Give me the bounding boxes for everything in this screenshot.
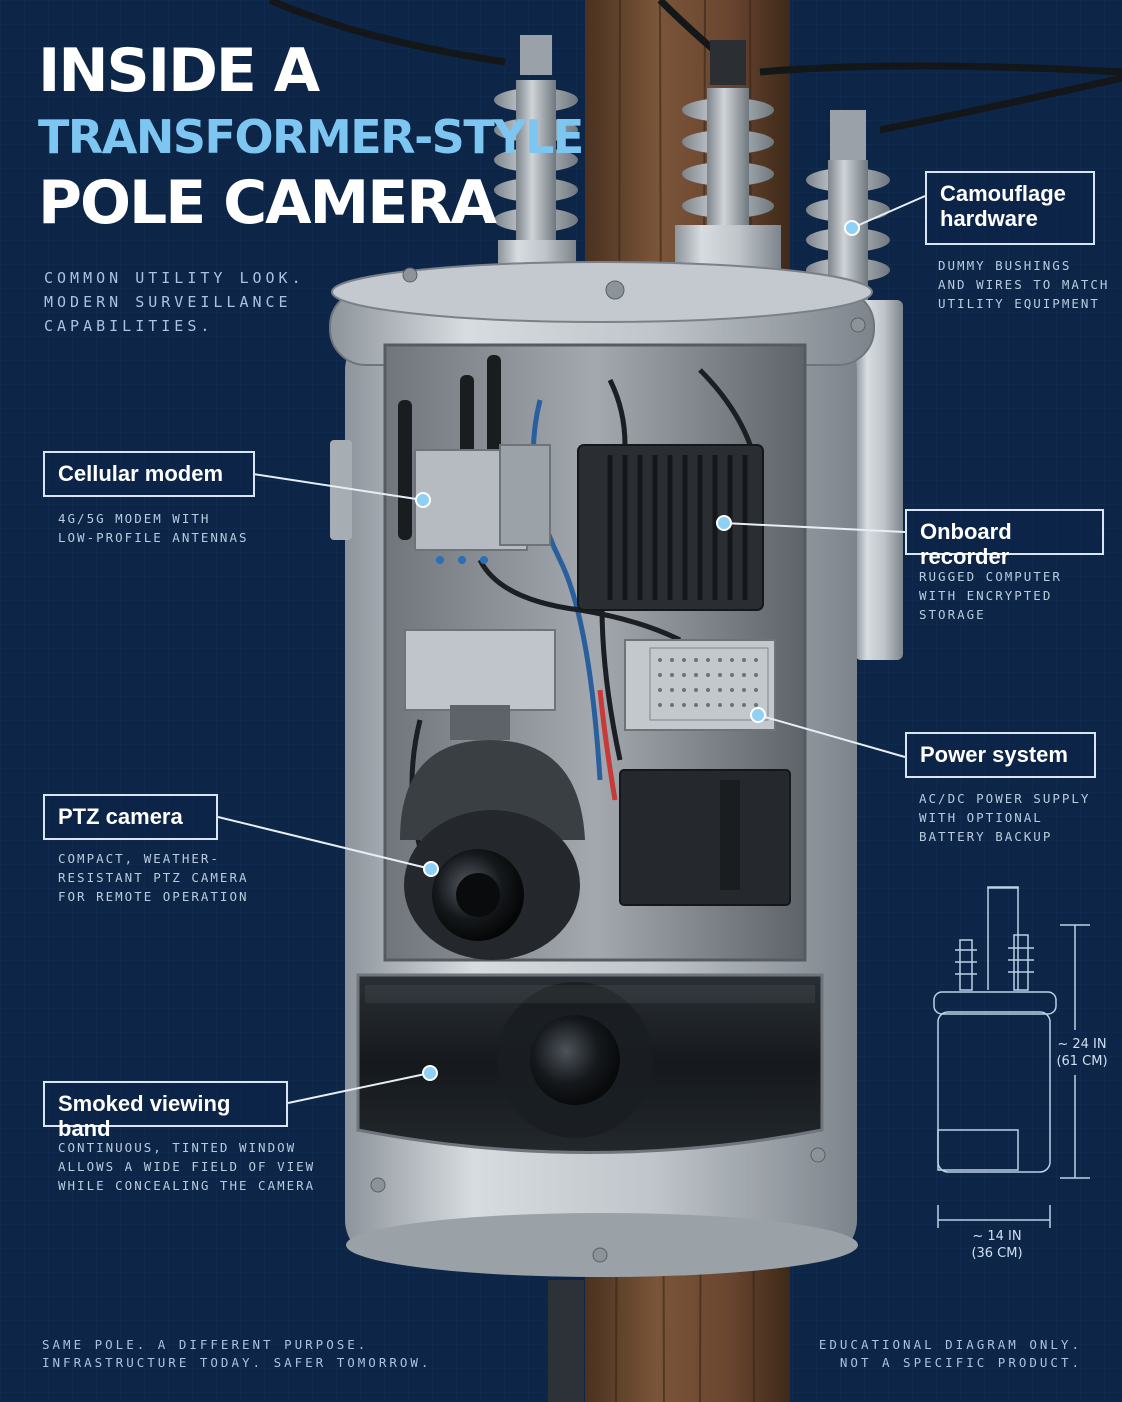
ptz-camera: [400, 629, 585, 960]
desc-line: RUGGED COMPUTER: [919, 569, 1062, 584]
desc-line: AND WIRES TO MATCH: [938, 277, 1110, 292]
title-line-3: POLE CAMERA: [38, 168, 497, 238]
leader-lines: [217, 195, 926, 1104]
subtitle-line: COMMON UTILITY LOOK.: [44, 269, 305, 287]
callout-label: Power system: [920, 742, 1068, 767]
desc-cellular-modem: 4G/5G MODEM WITH LOW-PROFILE ANTENNAS: [58, 509, 249, 547]
power-system: [619, 639, 791, 906]
footer-disclaimer: EDUCATIONAL DIAGRAM ONLY. NOT A SPECIFIC…: [819, 1336, 1082, 1372]
footer-line: INFRASTRUCTURE TODAY. SAFER TOMORROW.: [42, 1355, 432, 1370]
footer-line: EDUCATIONAL DIAGRAM ONLY.: [818, 1337, 1082, 1352]
page-title: INSIDE A TRANSFORMER-STYLE POLE CAMERA: [38, 36, 584, 238]
callout-label: PTZ camera: [58, 804, 183, 829]
desc-line: ALLOWS A WIDE FIELD OF VIEW: [58, 1159, 316, 1174]
cellular-modem: [398, 355, 551, 564]
callout-cellular-modem: Cellular modem: [43, 451, 255, 497]
callout-camouflage-hardware: Camouflage hardware: [925, 171, 1095, 245]
bushing-left: [494, 35, 578, 270]
subtitle-line: CAPABILITIES.: [44, 317, 214, 335]
power-lines: [268, 0, 1122, 134]
bushing-center: [675, 40, 781, 270]
desc-onboard-recorder: RUGGED COMPUTER WITH ENCRYPTED STORAGE: [919, 567, 1062, 624]
desc-line: WITH ENCRYPTED: [919, 588, 1053, 603]
desc-line: UTILITY EQUIPMENT: [938, 296, 1100, 311]
smoked-viewing-band: [356, 973, 824, 1154]
dim-line: (36 CM): [971, 1246, 1023, 1261]
desc-line: COMPACT, WEATHER-: [58, 851, 220, 866]
callout-label: Onboard recorder: [920, 519, 1012, 569]
dim-line: (61 CM): [1056, 1054, 1108, 1069]
subtitle-line: MODERN SURVEILLANCE: [44, 293, 292, 311]
callout-power-system: Power system: [905, 732, 1096, 778]
callout-smoked-viewing-band: Smoked viewing band: [43, 1081, 288, 1141]
desc-line: BATTERY BACKUP: [919, 829, 1053, 844]
dim-line: ~ 14 IN: [972, 1229, 1022, 1244]
desc-line: WITH OPTIONAL: [919, 810, 1043, 825]
onboard-recorder: [577, 444, 764, 611]
bushing-right: [806, 110, 903, 660]
dimension-schematic: [933, 886, 1090, 1228]
housing-bolts: [370, 267, 866, 1263]
desc-line: 4G/5G MODEM WITH: [58, 511, 211, 526]
dim-line: ~ 24 IN: [1057, 1037, 1107, 1052]
desc-smoked-viewing-band: CONTINUOUS, TINTED WINDOW ALLOWS A WIDE …: [58, 1138, 315, 1195]
callout-dots: [415, 220, 860, 1081]
desc-line: STORAGE: [919, 607, 986, 622]
desc-line: DUMMY BUSHINGS: [938, 258, 1072, 273]
desc-line: FOR REMOTE OPERATION: [58, 889, 249, 904]
callout-label: Cellular modem: [58, 461, 224, 486]
callout-label: Smoked viewing band: [58, 1091, 231, 1141]
title-line-1: INSIDE A: [38, 36, 320, 106]
desc-line: AC/DC POWER SUPPLY: [919, 791, 1091, 806]
footer-line: NOT A SPECIFIC PRODUCT.: [839, 1355, 1082, 1370]
desc-power-system: AC/DC POWER SUPPLY WITH OPTIONAL BATTERY…: [919, 789, 1090, 846]
desc-line: CONTINUOUS, TINTED WINDOW: [58, 1140, 297, 1155]
dimension-width-label: ~ 14 IN (36 CM): [962, 1228, 1032, 1262]
title-line-2: TRANSFORMER-STYLE: [38, 110, 584, 164]
desc-line: LOW-PROFILE ANTENNAS: [58, 530, 249, 545]
callout-onboard-recorder: Onboard recorder: [905, 509, 1104, 569]
dimension-height-label: ~ 24 IN (61 CM): [1052, 1036, 1112, 1070]
subtitle: COMMON UTILITY LOOK. MODERN SURVEILLANCE…: [44, 266, 305, 338]
callout-ptz-camera: PTZ camera: [43, 794, 218, 840]
desc-camouflage-hardware: DUMMY BUSHINGS AND WIRES TO MATCH UTILIT…: [938, 256, 1109, 313]
desc-line: RESISTANT PTZ CAMERA: [58, 870, 249, 885]
desc-ptz-camera: COMPACT, WEATHER- RESISTANT PTZ CAMERA F…: [58, 849, 249, 906]
footer-tagline: SAME POLE. A DIFFERENT PURPOSE. INFRASTR…: [42, 1336, 431, 1372]
footer-line: SAME POLE. A DIFFERENT PURPOSE.: [42, 1337, 369, 1352]
callout-label: Camouflage hardware: [940, 181, 1066, 231]
desc-line: WHILE CONCEALING THE CAMERA: [58, 1178, 316, 1193]
